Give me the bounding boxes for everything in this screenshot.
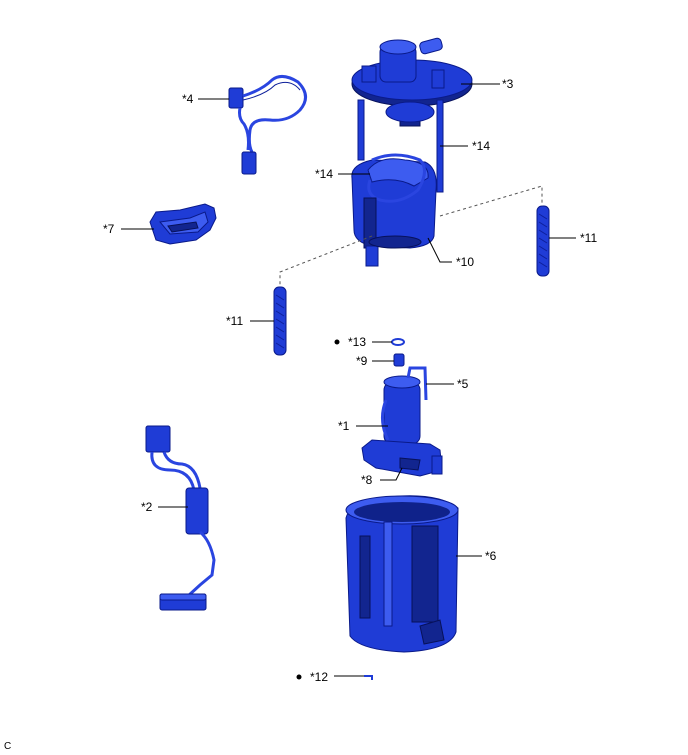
- callout-6: *6: [485, 549, 497, 563]
- new-part-bullet-12: [296, 674, 302, 680]
- part-12-clip: [364, 675, 373, 680]
- leader-lines: [121, 83, 576, 677]
- part-8-pump-bracket: [361, 439, 443, 477]
- callout-10: *10: [456, 255, 474, 269]
- callout-3: *3: [502, 77, 514, 91]
- callout-11-left: *11: [226, 314, 243, 328]
- callout-9: *9: [356, 354, 368, 368]
- part-10-pump-module: [351, 153, 437, 267]
- corner-code: C: [4, 741, 11, 752]
- part-4-wire-harness: [228, 75, 307, 175]
- callout-2: *2: [141, 500, 153, 514]
- part-9-spacer: [393, 353, 405, 367]
- part-11-filter-right: [536, 205, 550, 277]
- callout-13: *13: [348, 335, 366, 349]
- part-1-fuel-pump: [381, 366, 428, 445]
- callout-14-right: *14: [472, 139, 490, 153]
- new-part-bullet-13: [334, 339, 340, 345]
- callout-8: *8: [361, 473, 373, 487]
- callout-4: *4: [182, 92, 194, 106]
- callout-7: *7: [103, 222, 115, 236]
- callout-14-left: *14: [315, 167, 333, 181]
- alignment-line-right: [439, 185, 543, 217]
- part-11-filter-left: [273, 286, 287, 356]
- callout-11-right: *11: [580, 231, 597, 245]
- callout-1: *1: [338, 419, 350, 433]
- part-2-sender-gauge: [145, 425, 216, 611]
- part-7-bracket: [149, 203, 217, 245]
- callout-5: *5: [457, 377, 469, 391]
- part-6-reservoir-cup: [345, 495, 459, 653]
- callout-12: *12: [310, 670, 328, 684]
- part-13-o-ring: [391, 338, 405, 346]
- alignment-line-left: [279, 235, 373, 287]
